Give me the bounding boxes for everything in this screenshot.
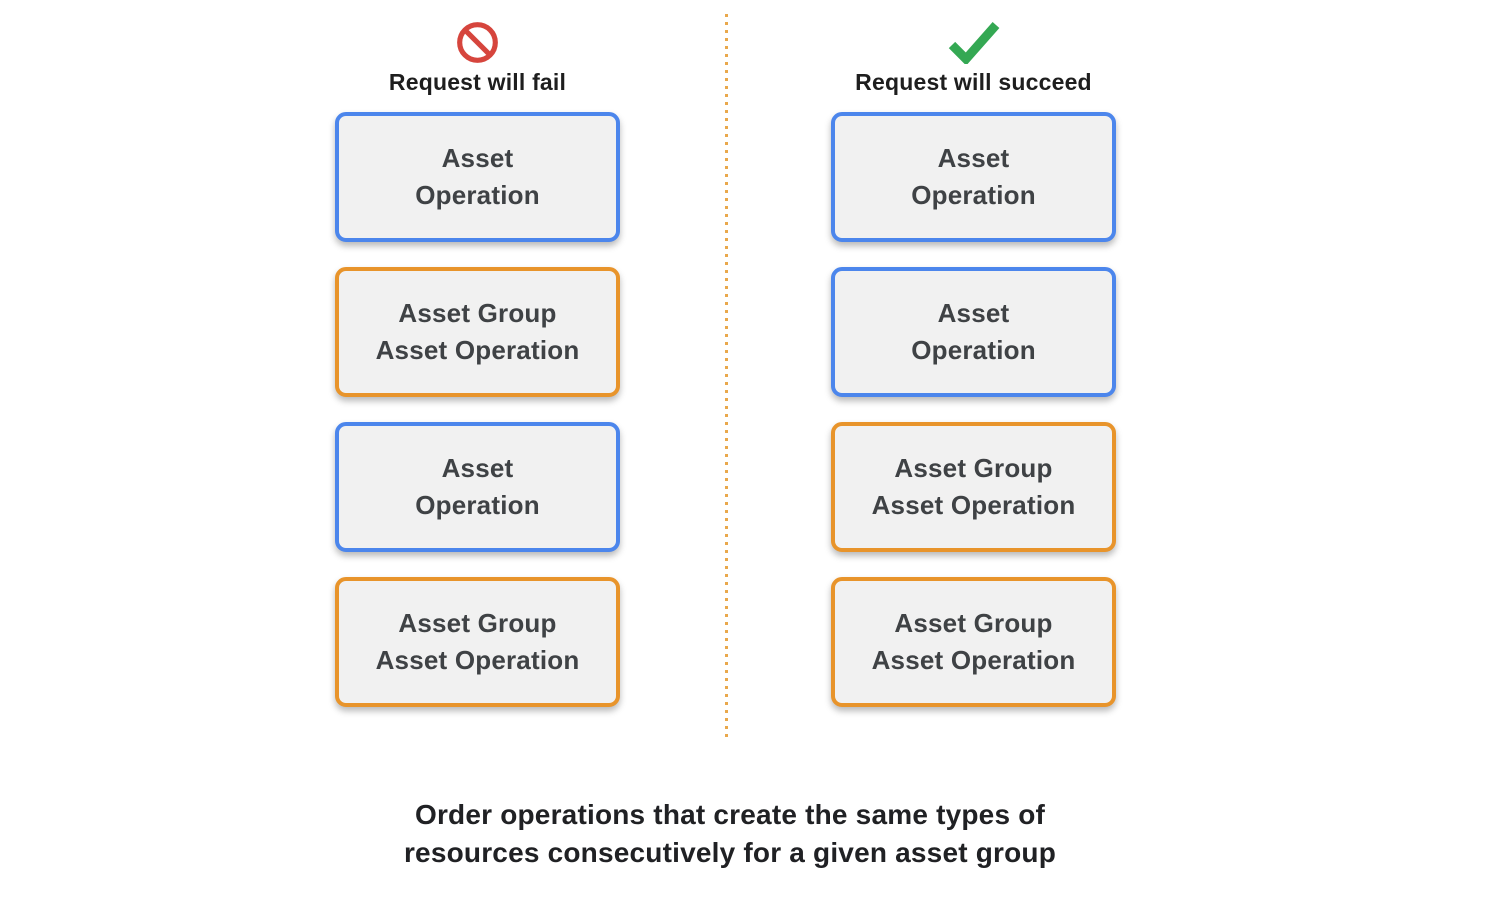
operation-box: Asset Operation <box>335 422 620 552</box>
operation-box-label: Asset Operation <box>911 298 1036 365</box>
operation-box-label: Asset Operation <box>415 143 540 210</box>
operation-box: Asset Group Asset Operation <box>335 577 620 707</box>
fail-column-boxes: Asset Operation Asset Group Asset Operat… <box>335 112 620 707</box>
operation-box-label: Asset Operation <box>415 453 540 520</box>
success-column-title: Request will succeed <box>855 69 1092 95</box>
operation-box: Asset Group Asset Operation <box>831 422 1116 552</box>
operation-box-label: Asset Group Asset Operation <box>375 608 580 675</box>
operation-box: Asset Group Asset Operation <box>831 577 1116 707</box>
success-column: Request will succeed Asset Operation Ass… <box>831 18 1116 707</box>
operation-box: Asset Operation <box>831 267 1116 397</box>
operation-box-label: Asset Group Asset Operation <box>871 608 1076 675</box>
fail-column: Request will fail Asset Operation Asset … <box>335 18 620 707</box>
operation-box: Asset Operation <box>831 112 1116 242</box>
operation-box: Asset Operation <box>335 112 620 242</box>
operation-box-label: Asset Group Asset Operation <box>871 453 1076 520</box>
prohibited-icon <box>455 18 500 66</box>
operation-box: Asset Group Asset Operation <box>335 267 620 397</box>
operation-box-label: Asset Group Asset Operation <box>375 298 580 365</box>
checkmark-icon <box>945 18 1003 66</box>
success-column-boxes: Asset Operation Asset Operation Asset Gr… <box>831 112 1116 707</box>
diagram-caption: Order operations that create the same ty… <box>403 799 1057 868</box>
column-divider <box>725 14 728 737</box>
operation-box-label: Asset Operation <box>911 143 1036 210</box>
fail-column-title: Request will fail <box>388 69 567 95</box>
